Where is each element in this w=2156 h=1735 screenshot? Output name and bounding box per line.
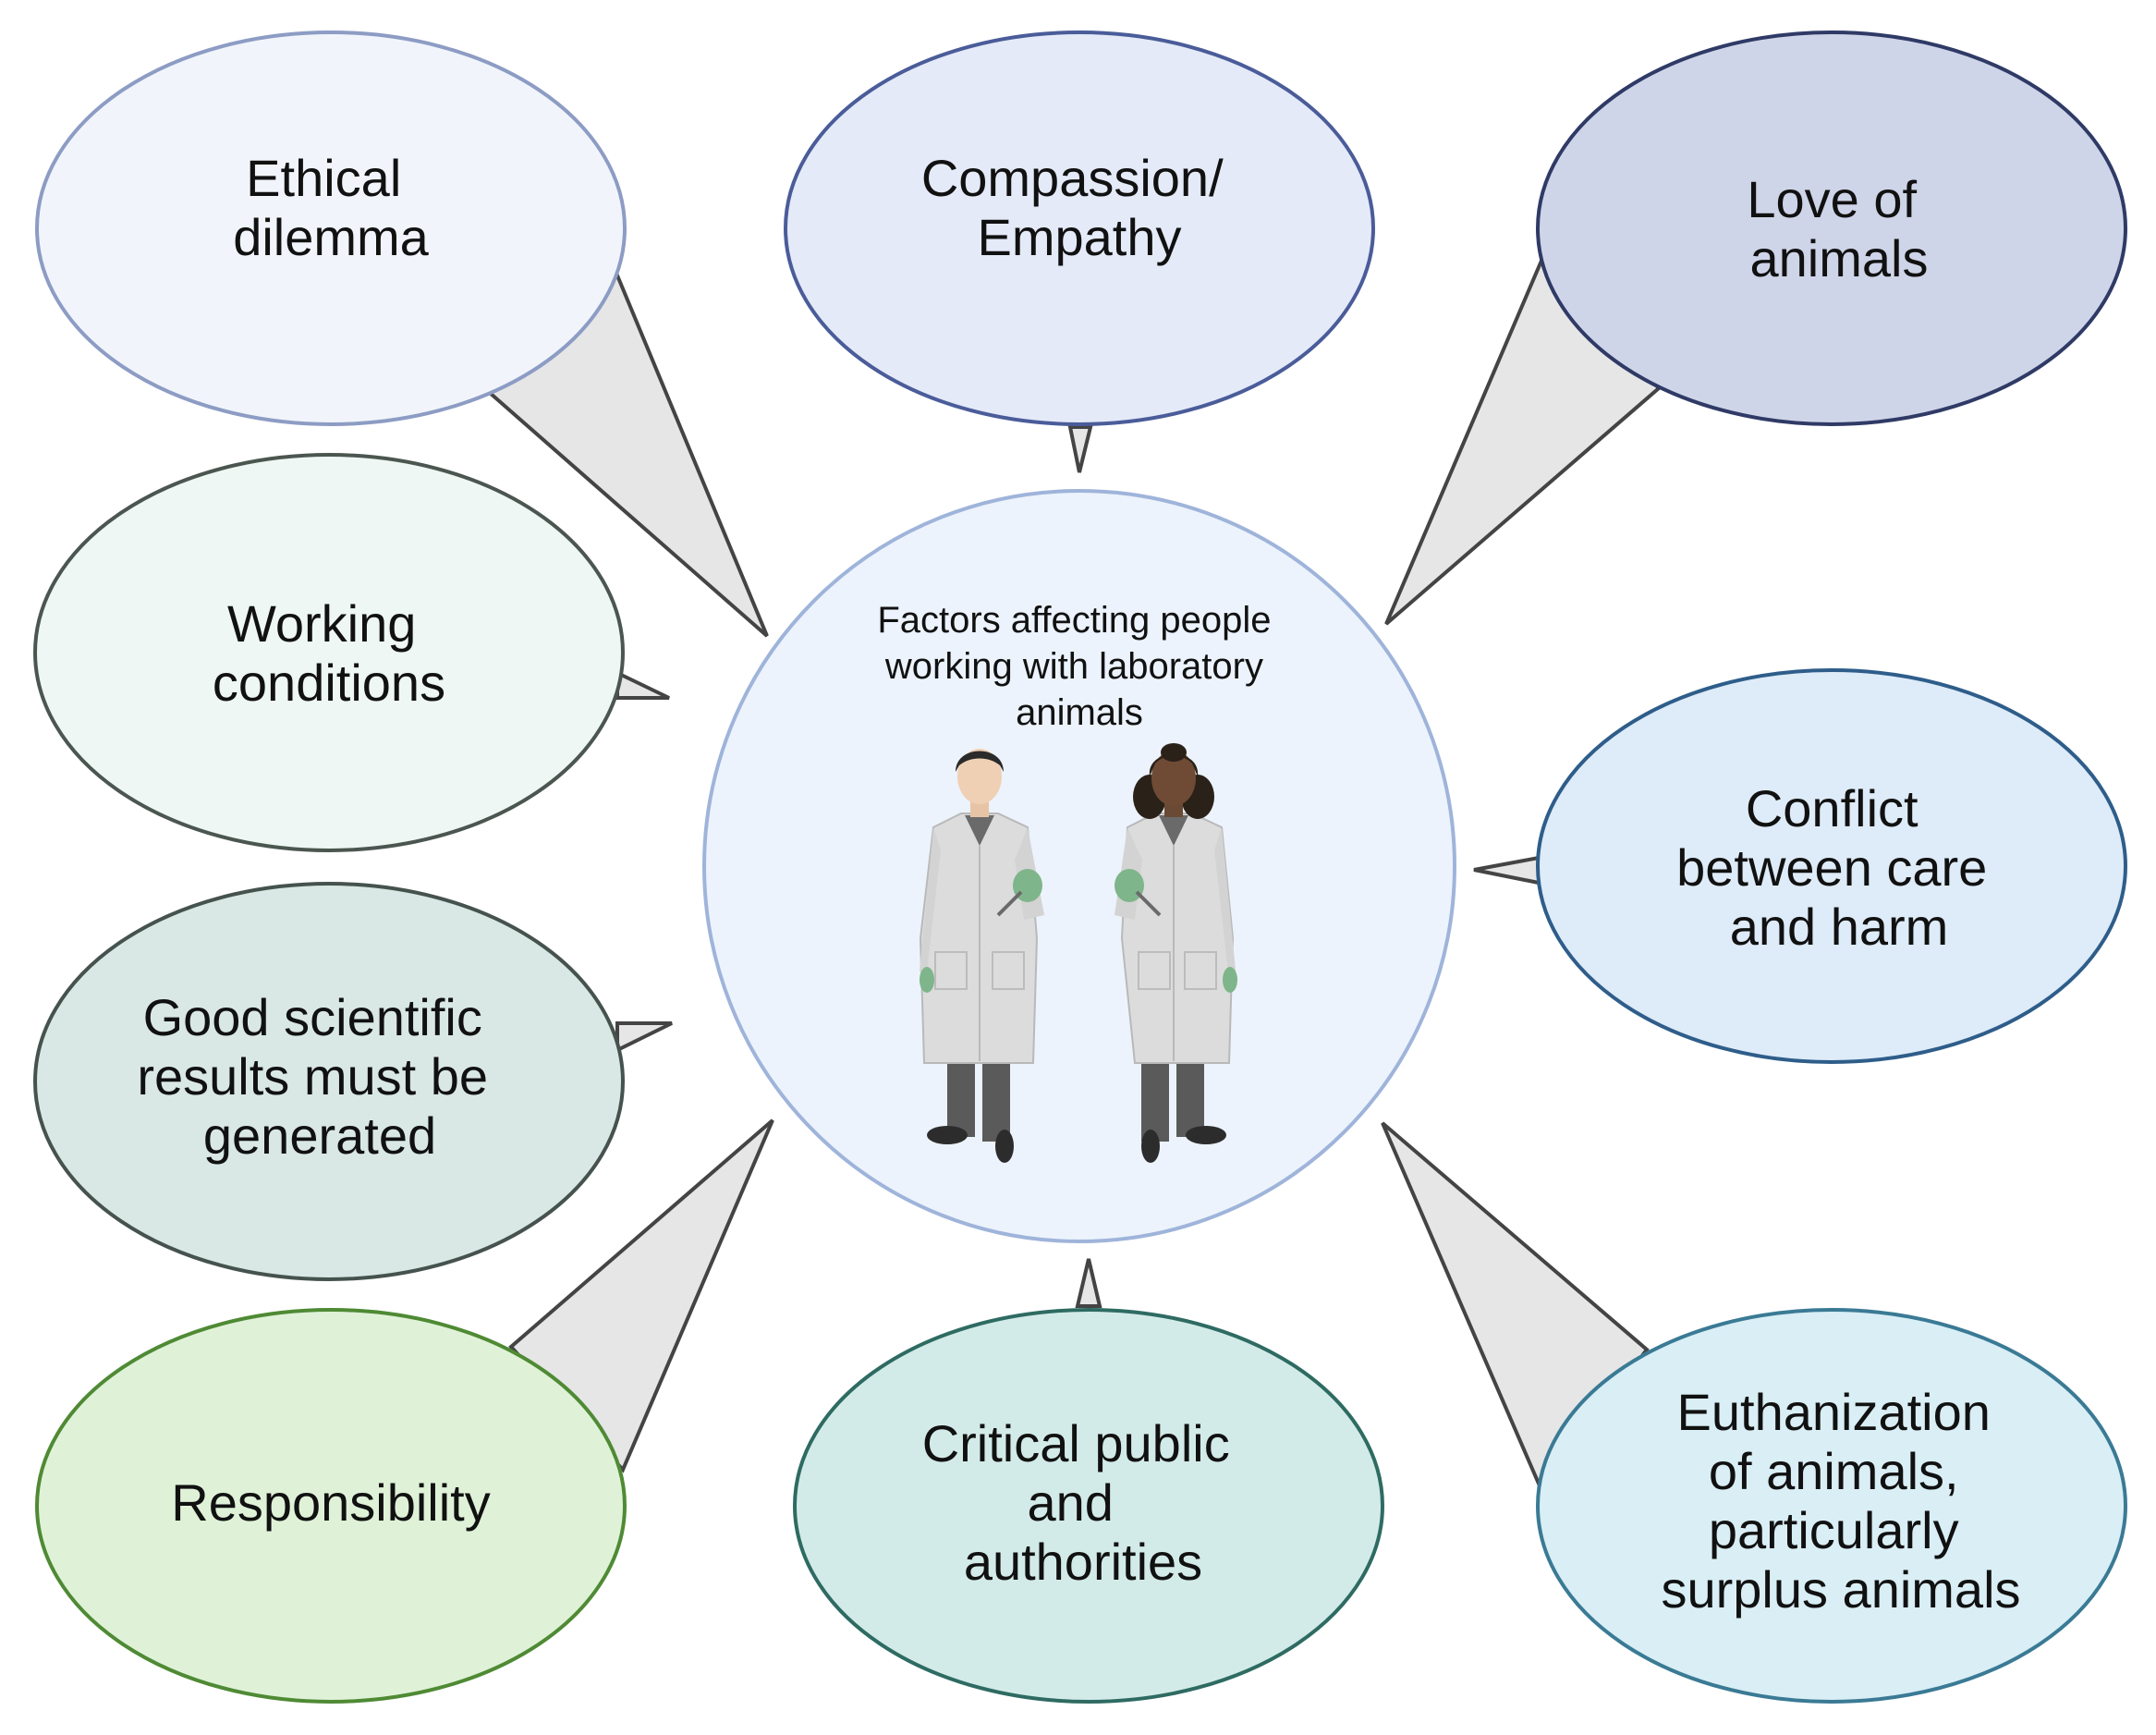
good-scientific-results-bubble [33, 882, 625, 1281]
critical-public-label: Critical public and authorities [922, 1414, 1245, 1591]
pointer-compassion-empathy [1067, 425, 1093, 473]
bubble-pointers [487, 257, 1662, 1494]
factor-love-of-animals: Love of animals [1536, 31, 2127, 426]
female-scientist-icon [1115, 743, 1237, 1163]
ethical-dilemma-bubble [35, 31, 627, 426]
euthanization-bubble [1536, 1308, 2127, 1704]
pointer-conflict-care-harm [1473, 855, 1541, 886]
pointer-working-conditions [615, 669, 670, 700]
pointer-good-scientific-results [615, 1021, 673, 1054]
conflict-care-harm-bubble [1536, 668, 2127, 1064]
factor-good-scientific-results: Good scientific results must be generate… [33, 882, 625, 1281]
male-scientist-icon [919, 749, 1044, 1163]
euthanization-label: Euthanization of animals, particularly s… [1661, 1383, 2020, 1619]
critical-public-bubble [793, 1308, 1384, 1704]
compassion-empathy-label: Compassion/ Empathy [921, 149, 1237, 266]
good-scientific-results-label: Good scientific results must be generate… [137, 988, 502, 1165]
working-conditions-bubble [33, 453, 625, 852]
center-title: Factors affecting people working with la… [877, 600, 1281, 733]
compassion-empathy-bubble [784, 31, 1375, 426]
responsibility-label: Responsibility [171, 1473, 491, 1532]
love-of-animals-bubble [1536, 31, 2127, 426]
factor-ethical-dilemma: Ethical dilemma [35, 31, 627, 426]
factor-responsibility: Responsibility [35, 1308, 627, 1704]
ethical-dilemma-label: Ethical dilemma [233, 149, 429, 266]
factor-conflict-care-harm: Conflict between care and harm [1536, 668, 2127, 1064]
factor-euthanization: Euthanization of animals, particularly s… [1536, 1308, 2127, 1704]
responsibility-bubble [35, 1308, 627, 1704]
factor-working-conditions: Working conditions [33, 453, 625, 852]
love-of-animals-label: Love of animals [1747, 170, 1931, 287]
center-node: Factors affecting people working with la… [702, 489, 1456, 1243]
factor-critical-public: Critical public and authorities [793, 1308, 1384, 1704]
factor-compassion-empathy: Compassion/ Empathy [784, 31, 1375, 426]
working-conditions-label: Working conditions [213, 594, 445, 712]
conflict-care-harm-label: Conflict between care and harm [1676, 779, 2002, 956]
center-circle [702, 489, 1456, 1243]
pointer-critical-public [1075, 1258, 1102, 1308]
